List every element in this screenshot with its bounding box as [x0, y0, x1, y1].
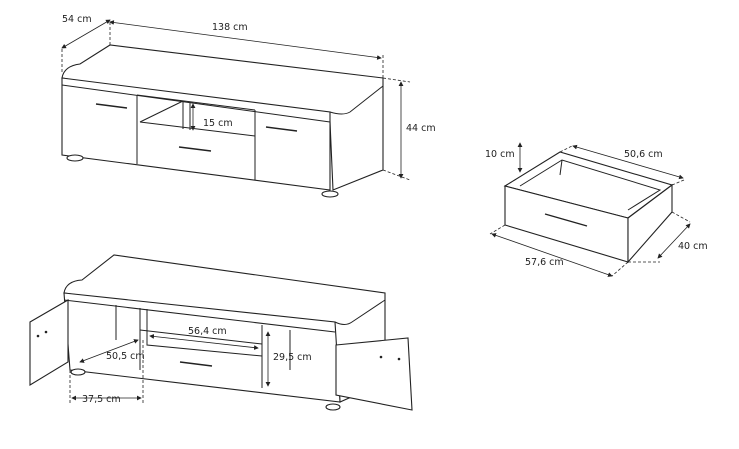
dimension-label-compartment-height: 29,5 cm: [273, 352, 312, 363]
drawer-handle: [178, 146, 212, 152]
dimension-label-depth: 54 cm: [62, 14, 92, 25]
drawer-drawing: 10 cm 50,6 cm 40 cm 57,6 cm: [485, 142, 708, 277]
dimension-label-drawer-height: 10 cm: [485, 149, 515, 160]
dimension-label-drawer-front-width: 57,6 cm: [525, 257, 564, 268]
dimension-label-width: 138 cm: [212, 22, 248, 33]
dimension-label-compartment-depth: 50,5 cm: [106, 351, 145, 362]
door-handle: [95, 103, 128, 109]
left-door-open: [29, 299, 69, 386]
door-handle: [265, 126, 298, 132]
dimension-label-height: 44 cm: [406, 123, 436, 134]
drawer-handle: [544, 213, 588, 227]
dimension-label-drawer-inner-width: 50,6 cm: [624, 149, 663, 160]
closed-cabinet-drawing: 54 cm 138 cm 15 cm 44 cm: [61, 14, 436, 198]
dimension-label-drawer-depth: 40 cm: [678, 241, 708, 252]
open-cabinet-drawing: 37,5 cm 50,5 cm 56,4 cm 29,5 cm: [29, 254, 413, 411]
dimension-label-side-width: 37,5 cm: [82, 394, 121, 405]
drawer-handle: [179, 361, 213, 367]
right-door-open: [335, 337, 413, 411]
dimension-label-shelf-height: 15 cm: [203, 118, 233, 129]
dimension-label-middle-width: 56,4 cm: [188, 326, 227, 337]
